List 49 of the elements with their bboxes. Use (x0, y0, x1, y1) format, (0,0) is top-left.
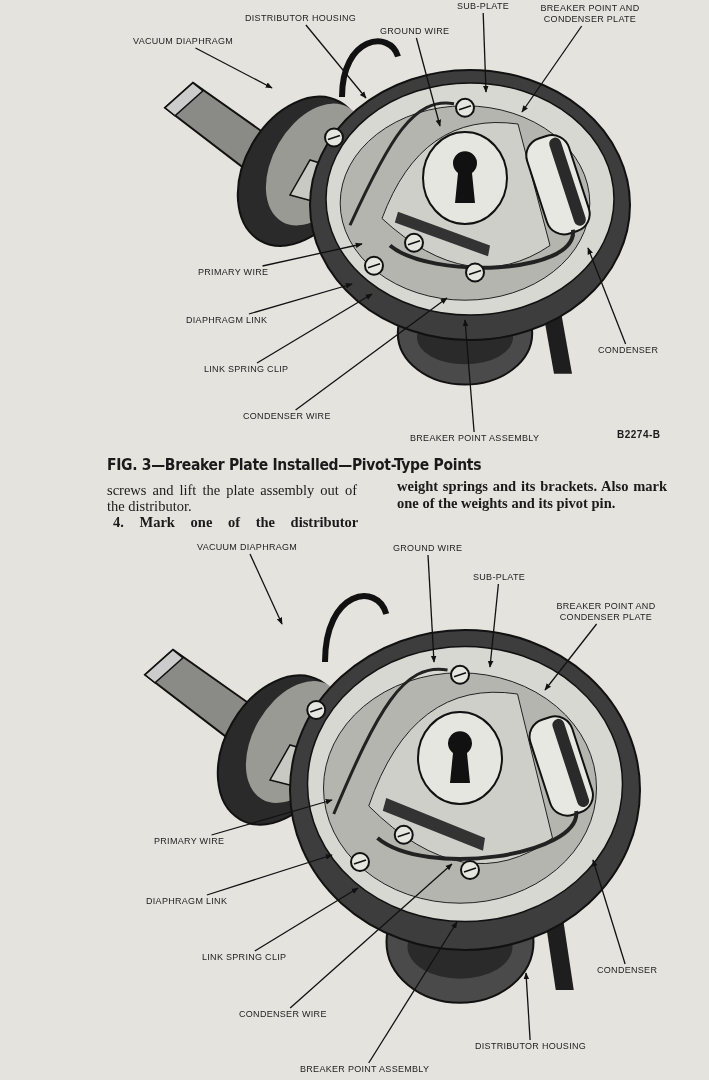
part-label: LINK SPRING CLIP (204, 364, 289, 375)
part-label: VACUUM DIAPHRAGM (197, 542, 298, 553)
leader-line (261, 242, 363, 267)
figure-number: B2274-B (617, 429, 661, 440)
body-text: 4. Mark one of the distributor (113, 514, 357, 530)
leader-line (523, 972, 531, 1041)
part-label: PRIMARY WIRE (154, 836, 225, 847)
leader-line (248, 283, 353, 315)
part-label: LINK SPRING CLIP (202, 952, 287, 963)
leader-line (206, 854, 333, 896)
part-label: VACUUM DIAPHRAGM (133, 36, 234, 47)
part-label: BREAKER POINT ASSEMBLY (410, 433, 540, 444)
part-label: SUB-PLATE (457, 1, 510, 12)
leader-line (368, 921, 458, 1064)
part-label: DIAPHRAGM LINK (146, 896, 228, 907)
part-label: BREAKER POINT AND CONDENSER PLATE (535, 3, 645, 25)
leader-line (289, 863, 453, 1009)
part-label: CONDENSER (598, 345, 659, 356)
leader-line (294, 297, 448, 411)
leader-line (256, 293, 373, 364)
part-label: CONDENSER WIRE (239, 1009, 327, 1020)
part-label: DISTRIBUTOR HOUSING (475, 1041, 587, 1052)
leader-line (587, 247, 627, 345)
part-label: BREAKER POINT ASSEMBLY (300, 1064, 430, 1075)
part-label: GROUND WIRE (393, 543, 463, 554)
body-text: weight springs and its brackets. Also mark one of the weights and its pivot pin. (397, 478, 667, 512)
part-label: DISTRIBUTOR HOUSING (245, 13, 357, 24)
part-label: CONDENSER (597, 965, 658, 976)
part-label: CONDENSER WIRE (243, 411, 331, 422)
part-label: BREAKER POINT AND CONDENSER PLATE (542, 601, 670, 623)
leader-line (521, 25, 583, 113)
leader-line (487, 583, 500, 668)
leader-line (427, 554, 437, 663)
part-label: SUB-PLATE (473, 572, 526, 583)
leader-line (210, 799, 333, 836)
leader-line (544, 623, 598, 691)
leader-line (462, 319, 475, 433)
leader-line (254, 887, 359, 952)
body-text: screws and lift the plate assembly out of the distributor. (107, 482, 357, 514)
leader-line (305, 24, 367, 99)
leader-line (415, 37, 442, 127)
leader-line (592, 859, 626, 965)
part-label: GROUND WIRE (380, 26, 450, 37)
leader-line (249, 553, 283, 625)
leader-line (482, 12, 489, 93)
figure-caption: FIG. 3—Breaker Plate Installed—Pivot-Type Points (107, 456, 482, 474)
part-label: DIAPHRAGM LINK (186, 315, 268, 326)
leader-line (194, 47, 273, 89)
part-label: PRIMARY WIRE (198, 267, 269, 278)
